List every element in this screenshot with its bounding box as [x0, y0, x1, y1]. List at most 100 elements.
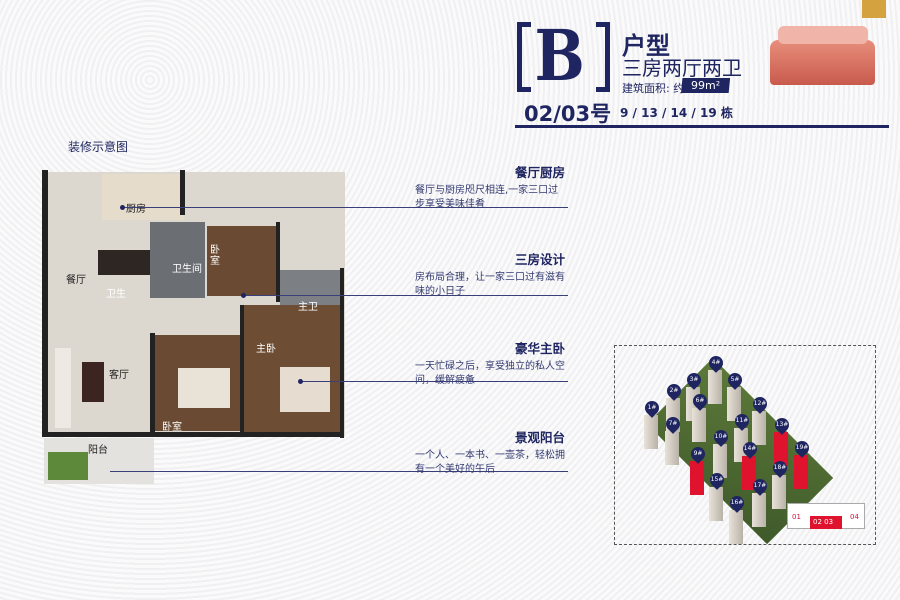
- building-label: 11#: [735, 417, 749, 424]
- bathroom: [150, 222, 205, 298]
- leader-line-master: [300, 381, 568, 382]
- building-label: 2#: [669, 387, 679, 394]
- feature-master-bedroom: 豪华主卧一天忙碌之后，享受独立的私人空间，缓解疲惫: [415, 338, 565, 388]
- building-tower: [708, 370, 722, 404]
- feature-desc: 房布局合理，让一家三口过有滋有味的小日子: [415, 272, 565, 297]
- label-dining: 餐厅: [66, 275, 86, 286]
- building-tower: [772, 475, 786, 509]
- unit-number: 02/03号: [524, 102, 612, 126]
- key-plan: 01 02 03 04: [787, 503, 865, 529]
- building-label: 19#: [795, 444, 809, 451]
- building-label: 12#: [753, 400, 767, 407]
- feature-title: 餐厅厨房: [514, 165, 565, 180]
- wall: [340, 268, 344, 438]
- dining-table: [98, 250, 150, 275]
- building-tower: [742, 456, 756, 490]
- building-pin: 6#: [690, 391, 710, 411]
- building-label: 17#: [753, 482, 767, 489]
- building-label: 3#: [689, 376, 699, 383]
- leader-line-kitchen: [122, 207, 568, 208]
- wall: [180, 170, 185, 215]
- feature-title: 豪华主卧: [514, 341, 565, 356]
- sofa-illustration: [770, 26, 875, 85]
- building-tower: [729, 510, 743, 544]
- area-value: 99m²: [681, 78, 731, 93]
- building-label: 5#: [730, 376, 740, 383]
- label-balcony: 阳台: [88, 445, 108, 456]
- bed: [178, 368, 230, 408]
- feature-three-rooms: 三房设计房布局合理，让一家三口过有滋有味的小日子: [415, 249, 565, 299]
- feature-dining-kitchen: 餐厅厨房餐厅与厨房咫尺相连,一家三口过步享受美味佳肴: [415, 162, 565, 212]
- building-tower: [709, 487, 723, 521]
- building-tower: [774, 432, 788, 466]
- building-pin: 18#: [770, 458, 790, 478]
- leader-dot: [120, 205, 125, 210]
- plan-title: 装修示意图: [68, 140, 129, 154]
- building-tower: [727, 387, 741, 421]
- building-pin: 4#: [706, 353, 726, 373]
- building-pin: 17#: [750, 476, 770, 496]
- wall: [276, 222, 280, 302]
- header-divider: [515, 125, 889, 128]
- wall: [42, 170, 48, 435]
- building-tower: [752, 411, 766, 445]
- building-pin: 9#: [688, 444, 708, 464]
- bracket-left: [517, 22, 531, 92]
- wall: [240, 305, 244, 433]
- type-letter: B: [534, 14, 585, 97]
- building-pin: 16#: [727, 493, 747, 513]
- wall: [42, 432, 342, 437]
- label-master-bed: 主卧: [256, 344, 276, 355]
- building-tower: [644, 415, 658, 449]
- plants: [48, 452, 88, 480]
- layout-label: 三房两厅两卫: [622, 56, 742, 80]
- building-pin: 3#: [684, 370, 704, 390]
- building-tower: [794, 455, 808, 489]
- building-label: 1#: [647, 404, 657, 411]
- feature-desc: 一天忙碌之后，享受独立的私人空间，缓解疲惫: [415, 361, 565, 386]
- leader-dot: [298, 379, 303, 384]
- building-pin: 14#: [740, 439, 760, 459]
- type-label: 户型: [622, 32, 670, 60]
- lamp-illustration: [862, 0, 886, 18]
- wall: [150, 333, 155, 433]
- building-tower: [692, 408, 706, 442]
- building-pin: 19#: [792, 438, 812, 458]
- building-pin: 5#: [725, 370, 745, 390]
- sofa: [55, 348, 71, 428]
- area-label: 建筑面积: 约: [622, 82, 685, 95]
- feature-desc: 一个人、一本书、一壶茶，轻松拥有一个美好的午后: [415, 450, 565, 475]
- rug: [82, 362, 104, 402]
- building-tower: [752, 493, 766, 527]
- master-bed: [280, 367, 330, 412]
- building-pin: 15#: [707, 470, 727, 490]
- bedroom-top: [207, 226, 277, 296]
- feature-title: 三房设计: [514, 252, 565, 267]
- building-label: 10#: [714, 433, 728, 440]
- building-label: 15#: [710, 476, 724, 483]
- leader-line-balcony: [110, 471, 568, 472]
- building-tower: [713, 444, 727, 478]
- feature-balcony: 景观阳台一个人、一本书、一壶茶，轻松拥有一个美好的午后: [415, 427, 565, 477]
- label-master-bath: 主卫: [298, 302, 318, 313]
- building-pin: 11#: [732, 411, 752, 431]
- building-pin: 12#: [750, 394, 770, 414]
- key-unit: 03: [824, 518, 834, 526]
- leader-dot: [241, 293, 246, 298]
- label-bedroom-top: 卧室: [210, 245, 220, 267]
- leader-line-bedroom: [243, 295, 568, 296]
- building-list: 9 / 13 / 14 / 19 栋: [620, 106, 733, 120]
- key-unit: 02: [813, 518, 822, 526]
- building-tower: [665, 431, 679, 465]
- building-pin: 10#: [711, 427, 731, 447]
- kitchen: [102, 174, 184, 220]
- label-bath: 卫生间: [172, 264, 202, 275]
- building-tower: [690, 461, 704, 495]
- site-map: 1#2#3#4#5#6#7#9#10#11#12#13#14#15#16#17#…: [614, 345, 876, 545]
- building-label: 13#: [775, 421, 789, 428]
- key-unit: 01: [792, 513, 801, 521]
- building-pin: 2#: [664, 381, 684, 401]
- label-bath2: 卫生: [106, 289, 126, 300]
- key-unit: 04: [850, 513, 859, 521]
- feature-title: 景观阳台: [514, 430, 565, 445]
